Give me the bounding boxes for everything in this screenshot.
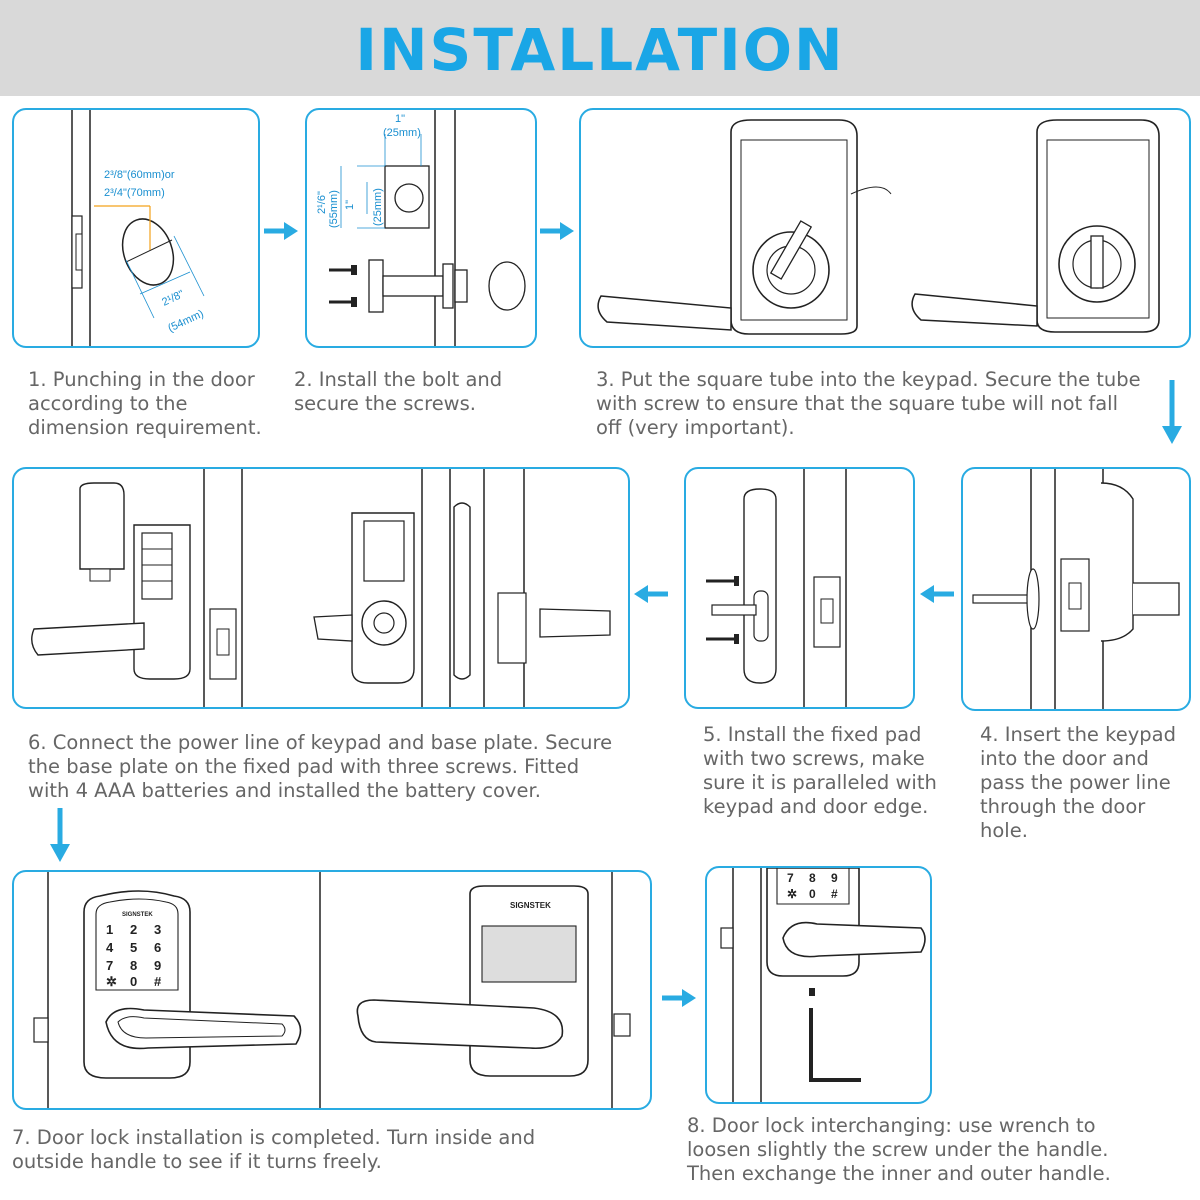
dim-label: 2³/8"(60mm)or bbox=[104, 169, 175, 181]
step4-illustration bbox=[961, 467, 1191, 711]
arrow-right-icon bbox=[540, 222, 574, 240]
keypad-key: 3 bbox=[154, 922, 161, 937]
caption-line: hole. bbox=[980, 819, 1028, 842]
caption-line: loosen slightly the screw under the hand… bbox=[687, 1138, 1109, 1161]
keypad-key: 6 bbox=[154, 940, 161, 955]
dim-label: 2³/4"(70mm) bbox=[104, 187, 165, 199]
step7-caption: 7. Door lock installation is completed. … bbox=[12, 1126, 652, 1174]
caption-line: the base plate on the fixed pad with thr… bbox=[28, 755, 580, 778]
step3-drawing bbox=[597, 119, 1160, 335]
dim-label: (55mm) bbox=[328, 190, 340, 228]
step4-drawing bbox=[972, 469, 1180, 709]
step1-illustration: 2³/8"(60mm)or 2³/4"(70mm) 2¹/8" (54mm) bbox=[12, 108, 260, 348]
caption-line: with screw to ensure that the square tub… bbox=[596, 392, 1119, 415]
header-bar bbox=[0, 0, 1200, 96]
arrow-down-icon bbox=[50, 808, 70, 862]
keypad-key: ✲ bbox=[106, 974, 117, 989]
step1-drawing: 2³/8"(60mm)or 2³/4"(70mm) 2¹/8" (54mm) bbox=[71, 110, 206, 346]
step7-drawing: SIGNSTEK 1 2 3 4 5 6 7 8 9 ✲ 0 # SIGNSTE… bbox=[33, 872, 631, 1108]
step2-drawing: 1" (25mm) 2¹/6" (55mm) 1" (25mm) bbox=[316, 110, 526, 346]
keypad-key: 4 bbox=[106, 940, 114, 955]
dim-label: 1" bbox=[395, 113, 405, 125]
page-title: INSTALLATION bbox=[355, 16, 845, 84]
keypad-key: 0 bbox=[809, 887, 816, 901]
caption-line: secure the screws. bbox=[294, 392, 476, 415]
step2-illustration: 1" (25mm) 2¹/6" (55mm) 1" (25mm) bbox=[305, 108, 537, 348]
brand-logo: SIGNSTEK bbox=[122, 912, 153, 918]
step3-caption: 3. Put the square tube into the keypad. … bbox=[596, 368, 1156, 440]
step8-caption: 8. Door lock interchanging: use wrench t… bbox=[687, 1114, 1197, 1186]
keypad-key: 7 bbox=[106, 958, 113, 973]
arrow-down-icon bbox=[1162, 380, 1182, 444]
caption-line: dimension requirement. bbox=[28, 416, 262, 439]
caption-line: off (very important). bbox=[596, 416, 795, 439]
caption-line: 8. Door lock interchanging: use wrench t… bbox=[687, 1114, 1096, 1137]
screw-icon bbox=[329, 265, 357, 275]
keypad-key: 1 bbox=[106, 922, 113, 937]
step6-caption: 6. Connect the power line of keypad and … bbox=[28, 731, 628, 803]
keypad-key: 5 bbox=[130, 940, 137, 955]
keypad-key: 7 bbox=[787, 871, 794, 885]
caption-line: 1. Punching in the door bbox=[28, 368, 255, 391]
caption-line: keypad and door edge. bbox=[703, 795, 929, 818]
caption-line: Then exchange the inner and outer handle… bbox=[687, 1162, 1111, 1185]
arrow-right-icon bbox=[662, 989, 696, 1007]
dim-label: (25mm) bbox=[383, 127, 421, 139]
step5-drawing bbox=[706, 469, 847, 707]
step7-illustration: SIGNSTEK 1 2 3 4 5 6 7 8 9 ✲ 0 # SIGNSTE… bbox=[12, 870, 652, 1110]
dim-label: 2¹/6" bbox=[316, 191, 328, 214]
step5-illustration bbox=[684, 467, 915, 709]
step8-illustration: 7 8 9 ✲ 0 # bbox=[705, 866, 932, 1104]
caption-line: 6. Connect the power line of keypad and … bbox=[28, 731, 613, 754]
step4-caption: 4. Insert the keypad into the door and p… bbox=[980, 723, 1195, 843]
keypad-key: 9 bbox=[831, 871, 838, 885]
keypad-key: 9 bbox=[154, 958, 161, 973]
step8-drawing: 7 8 9 ✲ 0 # bbox=[720, 868, 926, 1102]
screw-icon bbox=[706, 634, 739, 644]
step5-caption: 5. Install the fixed pad with two screws… bbox=[703, 723, 953, 819]
step6-drawing bbox=[31, 469, 611, 707]
arrow-left-icon bbox=[634, 585, 668, 603]
caption-line: 7. Door lock installation is completed. … bbox=[12, 1126, 536, 1149]
dim-label: (54mm) bbox=[166, 308, 205, 335]
arrow-left-icon bbox=[920, 585, 954, 603]
caption-line: 5. Install the fixed pad bbox=[703, 723, 922, 746]
keypad-key: 2 bbox=[130, 922, 137, 937]
dim-label: (25mm) bbox=[372, 188, 384, 226]
caption-line: outside handle to see if it turns freely… bbox=[12, 1150, 382, 1173]
keypad-key: # bbox=[154, 974, 162, 989]
dim-label: 2¹/8" bbox=[160, 288, 186, 309]
caption-line: through the door bbox=[980, 795, 1146, 818]
arrow-right-icon bbox=[264, 222, 298, 240]
caption-line: 2. Install the bolt and bbox=[294, 368, 503, 391]
caption-line: according to the bbox=[28, 392, 188, 415]
caption-line: 3. Put the square tube into the keypad. … bbox=[596, 368, 1141, 391]
caption-line: 4. Insert the keypad bbox=[980, 723, 1176, 746]
dim-label: 1" bbox=[344, 200, 356, 210]
caption-line: into the door and bbox=[980, 747, 1149, 770]
step3-illustration bbox=[579, 108, 1191, 348]
caption-line: pass the power line bbox=[980, 771, 1171, 794]
screw-icon bbox=[329, 297, 357, 307]
keypad-key: ✲ bbox=[787, 887, 797, 901]
keypad-key: 8 bbox=[130, 958, 137, 973]
brand-logo: SIGNSTEK bbox=[510, 901, 551, 910]
caption-line: sure it is paralleled with bbox=[703, 771, 937, 794]
step2-caption: 2. Install the bolt and secure the screw… bbox=[294, 368, 544, 416]
keypad-key: # bbox=[831, 887, 838, 901]
caption-line: with 4 AAA batteries and installed the b… bbox=[28, 779, 541, 802]
step1-caption: 1. Punching in the door according to the… bbox=[28, 368, 278, 440]
keypad-key: 8 bbox=[809, 871, 816, 885]
keypad-key: 0 bbox=[130, 974, 137, 989]
hex-wrench-icon bbox=[809, 1008, 861, 1082]
step6-illustration bbox=[12, 467, 630, 709]
caption-line: with two screws, make bbox=[703, 747, 925, 770]
screw-icon bbox=[706, 576, 739, 586]
